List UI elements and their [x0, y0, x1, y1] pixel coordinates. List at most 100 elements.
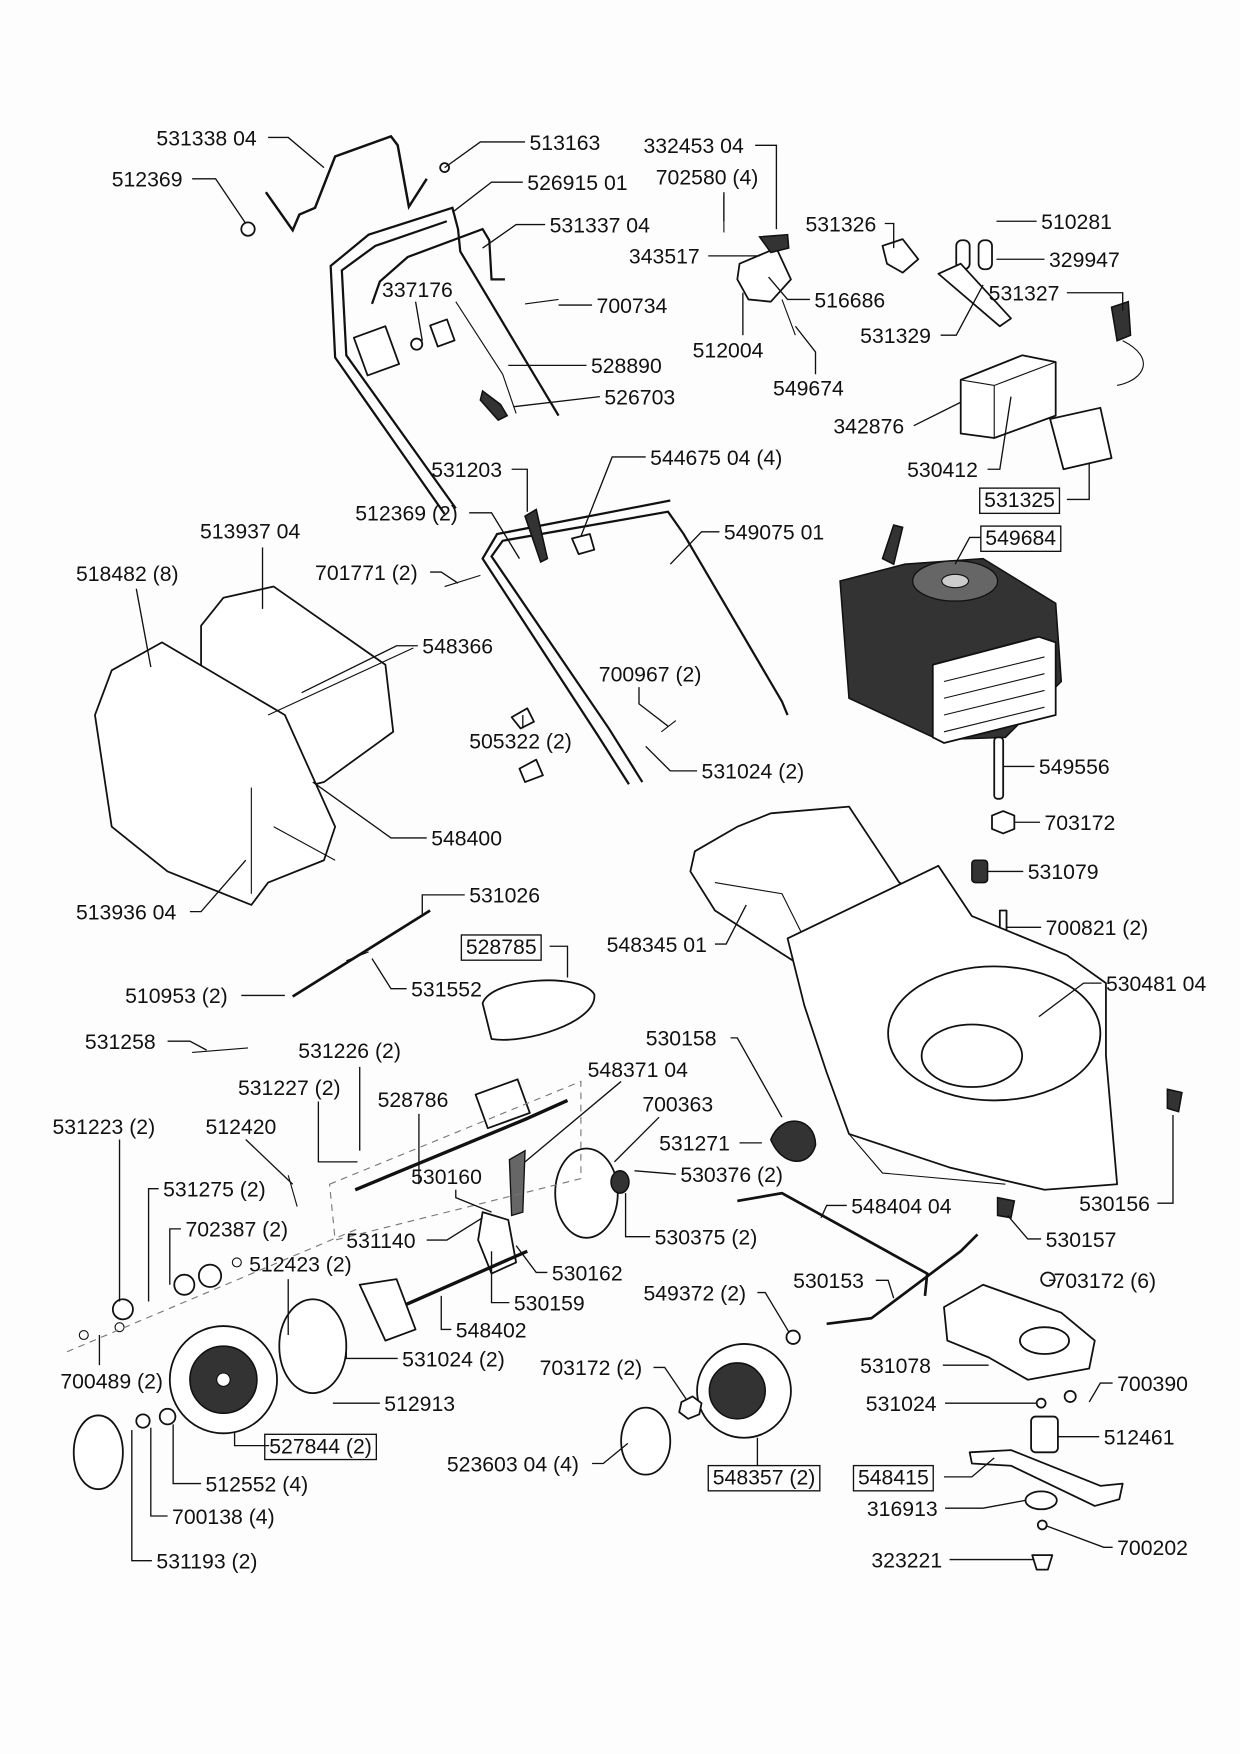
part-callout: 703172 (2) [540, 1357, 687, 1400]
part-number-label: 531024 [866, 1393, 937, 1416]
leader-line [312, 781, 427, 839]
leader-line [820, 1204, 847, 1218]
leader-line [954, 536, 981, 565]
part-number-label-boxed: 527844 (2) [269, 1435, 372, 1458]
part-number-label: 512004 [693, 340, 764, 363]
part-number-label: 531337 04 [550, 214, 651, 237]
leader-line [421, 894, 465, 914]
part-callout: 531329 [860, 284, 984, 348]
part-number-label: 531326 [805, 213, 876, 236]
leader-line [580, 456, 646, 537]
part-callout: 518482 (8) [76, 563, 179, 668]
leader-line [245, 1139, 294, 1185]
leader-line [469, 512, 521, 559]
part-callout: 700363 [613, 1094, 713, 1163]
ignition-switch-512004 [723, 195, 796, 336]
part-callout: 531140 [346, 1217, 483, 1253]
part-number-label: 702580 (4) [656, 166, 759, 189]
part-number-label: 512420 [206, 1116, 277, 1139]
part-number-label: 530162 [552, 1262, 623, 1285]
part-number-label: 516686 [814, 289, 885, 312]
plate-530162 [477, 1211, 518, 1275]
part-callout: 526703 [513, 386, 675, 409]
part-callout: 531193 (2) [131, 1429, 257, 1573]
part-number-label-boxed: 549684 [985, 527, 1056, 550]
part-callout: 513163 [444, 132, 600, 169]
leader-line [875, 1279, 895, 1299]
part-number-label-boxed: 531325 [984, 489, 1055, 512]
part-number-label: 513936 04 [76, 901, 177, 924]
part-number-label: 702387 (2) [185, 1219, 288, 1242]
bolt-323221 [1031, 1554, 1054, 1571]
fan-531078 [943, 1283, 1096, 1381]
part-number-label: 323221 [871, 1549, 942, 1572]
part-callout: 512423 (2) [249, 1253, 352, 1336]
leader-line [482, 223, 546, 249]
label-box [852, 1464, 934, 1492]
leader-line [730, 1037, 783, 1118]
part-number-label: 518482 (8) [76, 563, 179, 586]
label-box [264, 1433, 378, 1461]
part-callout: 513936 04 [76, 859, 247, 924]
part-callout: 332453 04 [643, 135, 778, 230]
part-number-label: 700202 [1117, 1537, 1188, 1560]
part-number-label: 531024 (2) [702, 761, 805, 784]
part-number-label-boxed: 528785 [466, 936, 537, 959]
part-callout: 548404 04 [820, 1195, 952, 1218]
leader-line [317, 1101, 358, 1163]
part-callout: 523603 04 (4) [447, 1442, 629, 1476]
leader-line [150, 1427, 168, 1517]
disc-530376 [554, 1147, 619, 1239]
part-callout: 531024 (2) [645, 745, 805, 784]
part-callout: 700967 (2) [599, 664, 701, 727]
part-number-label: 703172 (2) [540, 1357, 643, 1380]
part-number-label: 531079 [1028, 861, 1099, 884]
part-number-label: 700821 (2) [1046, 917, 1149, 940]
leader-line [1038, 982, 1102, 1018]
part-number-label: 531223 (2) [53, 1116, 156, 1139]
part-number-label: 531026 [469, 885, 540, 908]
part-callout: 531078 [860, 1355, 989, 1378]
leader-line [1007, 1215, 1042, 1240]
leader-line [714, 904, 747, 945]
leader-line [653, 1366, 687, 1400]
part-callout: 505322 (2) [469, 715, 572, 754]
part-number-label: 531329 [860, 325, 931, 348]
part-number-label: 530376 (2) [680, 1164, 783, 1187]
part-number-label: 530160 [411, 1166, 482, 1189]
leader-line [613, 1116, 660, 1163]
part-number-label: 531271 [659, 1133, 730, 1156]
bracket-530158 [769, 1120, 817, 1162]
part-callout: 531327 [989, 283, 1124, 311]
upper-handle-531338 [240, 134, 450, 237]
left-wheel-parts [66, 1228, 358, 1491]
part-number-label: 343517 [629, 246, 700, 269]
leader-line [444, 141, 526, 169]
part-callout: 700821 (2) [1006, 917, 1149, 940]
flap-530157 [996, 1196, 1016, 1219]
part-number-label: 700489 (2) [60, 1371, 163, 1394]
bag-513936 [94, 641, 337, 906]
leader-line [669, 531, 720, 565]
leader-line [945, 1499, 1026, 1509]
part-callout: 528786 [378, 1089, 448, 1185]
main-handle-526915 [329, 206, 560, 515]
deck-530481 [769, 864, 1183, 1219]
part-callout: 343517 [629, 246, 760, 269]
leader-line [192, 178, 247, 224]
part-number-label: 531338 04 [156, 127, 257, 150]
right-wheel-parts [620, 1329, 801, 1476]
leader-line [1088, 1382, 1113, 1403]
leader-line [1157, 1114, 1174, 1204]
part-callout: 700202 [1046, 1525, 1188, 1560]
part-callout: 531079 [987, 861, 1099, 884]
hubcap [72, 1414, 124, 1491]
adapter-512461 [1030, 1415, 1059, 1454]
key-switch-531326 [881, 238, 920, 274]
part-number-label: 700138 (4) [172, 1506, 275, 1529]
part-callout: 702580 (4) [656, 166, 759, 222]
leader-line [884, 222, 895, 249]
part-callout: 548357 (2) [707, 1437, 821, 1492]
leader-line [638, 687, 669, 727]
